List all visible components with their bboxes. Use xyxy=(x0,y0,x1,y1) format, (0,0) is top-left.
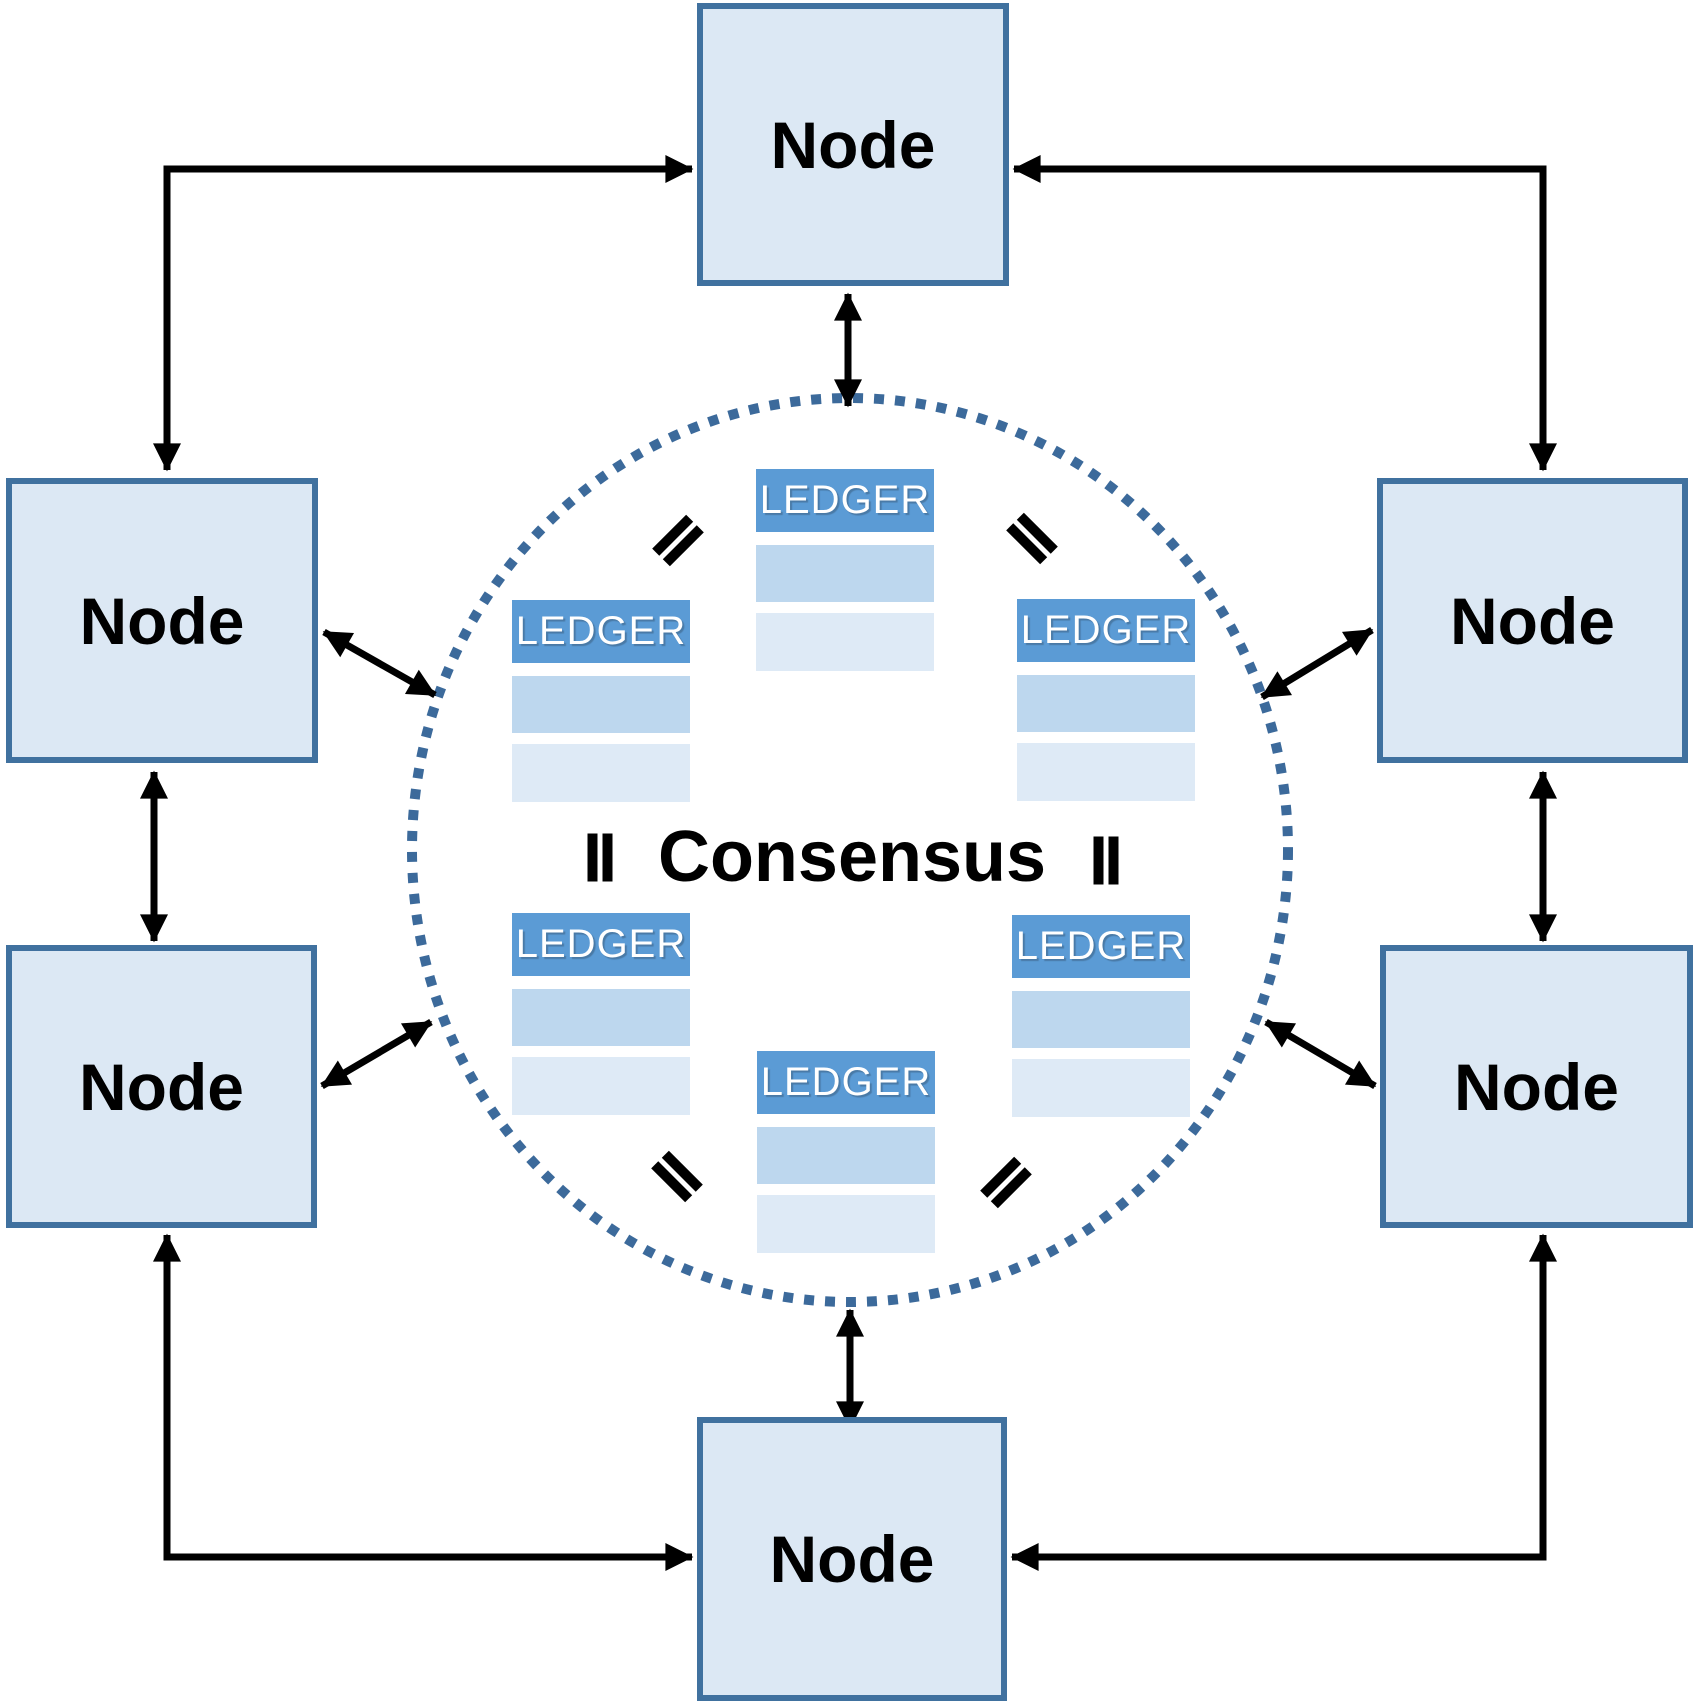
ledger-bottom-center: LEDGER xyxy=(757,1051,935,1253)
ledger-row xyxy=(1012,1059,1190,1117)
connector-top-left-elbow xyxy=(153,155,694,472)
ledger-header: LEDGER xyxy=(512,913,690,976)
ledger-upper-right: LEDGER xyxy=(1017,599,1195,801)
ledger-upper-left: LEDGER xyxy=(512,600,690,802)
ledger-header: LEDGER xyxy=(1012,915,1190,978)
ledger-row xyxy=(757,1127,935,1184)
node-label: Node xyxy=(1450,583,1615,658)
node-box-left-upper: Node xyxy=(6,478,318,763)
node-label: Node xyxy=(1454,1049,1619,1124)
ledger-lower-left: LEDGER xyxy=(512,913,690,1115)
node-label: Node xyxy=(770,107,936,182)
connector-right-upper-node-to-circle xyxy=(1260,627,1374,700)
consensus-circle xyxy=(407,393,1293,1307)
node-box-right-lower: Node xyxy=(1380,945,1693,1228)
connector-right-lower-node-to-circle xyxy=(1264,1018,1377,1090)
ledger-header: LEDGER xyxy=(512,600,690,663)
node-label: Node xyxy=(79,583,245,658)
ledger-row xyxy=(512,676,690,733)
ledger-lower-right: LEDGER xyxy=(1012,915,1190,1117)
ledger-row xyxy=(756,545,934,602)
consensus-title: Consensus xyxy=(657,817,1047,897)
ledger-row xyxy=(1012,991,1190,1048)
ledger-row xyxy=(512,1057,690,1115)
ledger-header: LEDGER xyxy=(756,469,934,532)
node-box-left-lower: Node xyxy=(6,945,317,1228)
ledger-row xyxy=(512,744,690,802)
connector-top-right-elbow xyxy=(1012,155,1557,472)
equals-bar xyxy=(587,833,598,882)
connector-bottom-right-elbow xyxy=(1010,1233,1557,1571)
node-label: Node xyxy=(79,1049,244,1124)
ledger-row xyxy=(512,989,690,1046)
connector-left-upper-node-to-circle xyxy=(322,628,437,699)
node-box-top: Node xyxy=(697,3,1009,286)
ledger-row xyxy=(756,613,934,671)
ledger-row xyxy=(1017,743,1195,801)
ledger-header: LEDGER xyxy=(757,1051,935,1114)
node-box-right-upper: Node xyxy=(1377,478,1688,763)
node-label: Node xyxy=(769,1522,935,1596)
ledger-row xyxy=(1017,675,1195,732)
ledger-row xyxy=(757,1195,935,1253)
connector-bottom-left-elbow xyxy=(153,1233,694,1571)
equals-bar xyxy=(1108,836,1119,885)
ledger-top-center: LEDGER xyxy=(756,469,934,671)
ledger-header: LEDGER xyxy=(1017,599,1195,662)
node-box-bottom: Node xyxy=(697,1417,1007,1701)
connector-left-lower-node-to-circle xyxy=(320,1018,433,1090)
